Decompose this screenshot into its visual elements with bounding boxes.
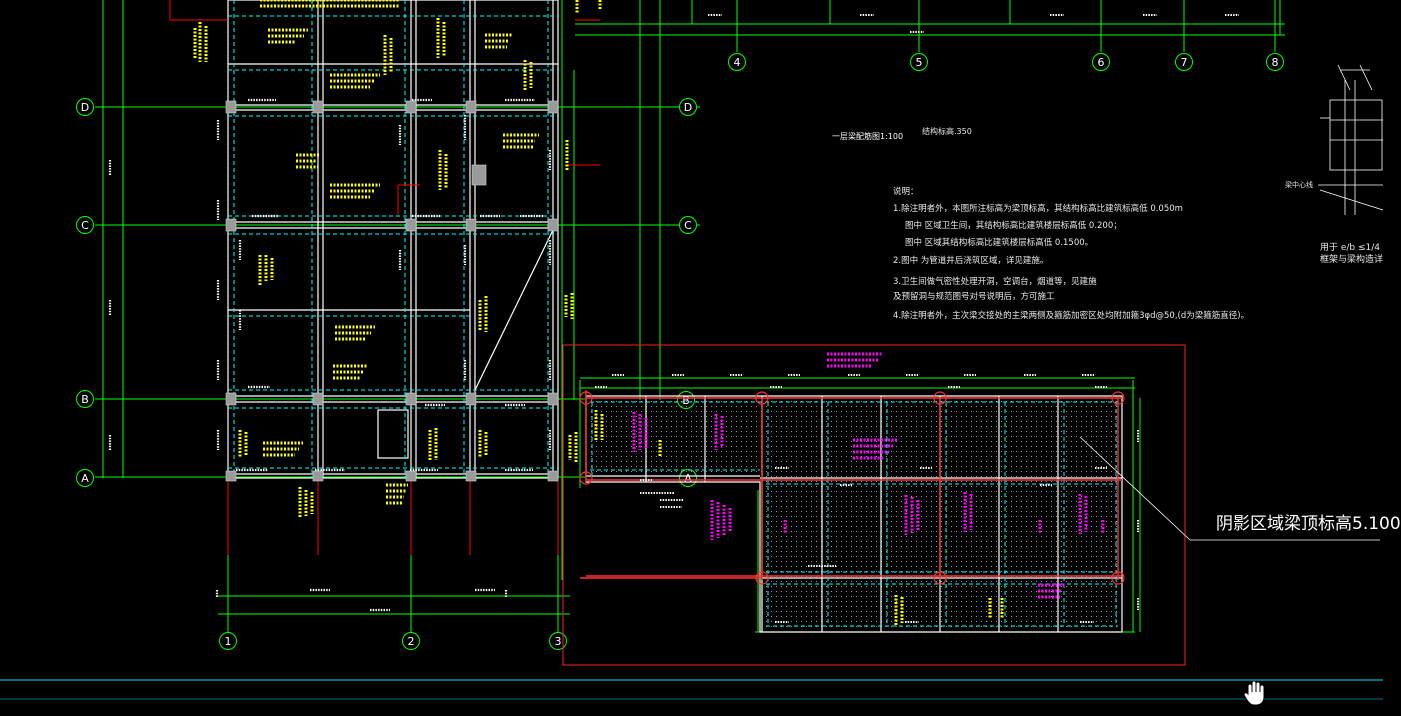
axis-label-left: D: [81, 101, 89, 114]
axis-label-left: C: [81, 219, 89, 232]
notes-line: 图中 区域其结构标高比建筑楼层标高低 0.1500。: [905, 238, 1094, 248]
axis-label-top: 8: [1272, 56, 1279, 69]
notes-heading: 说明：: [893, 187, 919, 197]
detail-caption-1: 用于 e/b ≤1/4: [1320, 243, 1381, 253]
shaded-region-label: 阴影区域梁顶标高5.100: [1216, 514, 1401, 534]
axis-label-left: B: [81, 393, 89, 406]
axis-label-top: 7: [1181, 56, 1188, 69]
notes-line: 3.卫生间做气密性处理开洞，空调台，烟道等，见建施: [893, 277, 1097, 287]
drawing-title: 一层梁配筋图1:100: [832, 132, 904, 141]
elevation-label: 结构标高.350: [922, 127, 972, 136]
left-building-plan: [95, 0, 700, 632]
axis-label-right: C: [684, 219, 692, 232]
axis-label-top: 5: [916, 56, 923, 69]
detail-caption-2: 框架与梁构造详: [1320, 255, 1384, 265]
axis-label-left: A: [81, 472, 89, 485]
axis-label-bottom: 3: [555, 635, 562, 648]
axis-label-top: 6: [1098, 56, 1105, 69]
notes-line: 2.图中 为管道井后浇筑区域，详见建施。: [893, 256, 1049, 266]
axis-label-bottom: 1: [225, 635, 232, 648]
axis-label-bottom: 2: [408, 635, 415, 648]
notes-line: 图中 区域卫生间，其结构标高比建筑楼层标高低 0.200；: [905, 221, 1122, 231]
axis-label-inner: A: [684, 472, 692, 485]
notes-line: 1.除注明者外，本图所注标高为梁顶标高，其结构标高比建筑标高低 0.050m: [893, 204, 1183, 214]
notes-line: 4.除注明者外，主次梁交接处的主梁两侧及箍筋加密区处均附加箍3φd@50,(d为…: [893, 311, 1250, 321]
notes-line: 及预留洞与规范图号对号说明后，方可施工: [893, 292, 1055, 302]
pan-hand-icon: [1243, 680, 1265, 706]
axis-labels: 4 5 6 7 8 D C B A D C B A 1 2 3: [81, 56, 1279, 648]
shaded-annex-plan: [562, 344, 1380, 666]
axis-label-top: 4: [734, 56, 741, 69]
axis-label-right: D: [684, 101, 692, 114]
side-detail-sketch: [1318, 64, 1384, 215]
detail-center-label: 梁中心线: [1285, 181, 1313, 189]
top-dimension-line: [575, 0, 1285, 52]
